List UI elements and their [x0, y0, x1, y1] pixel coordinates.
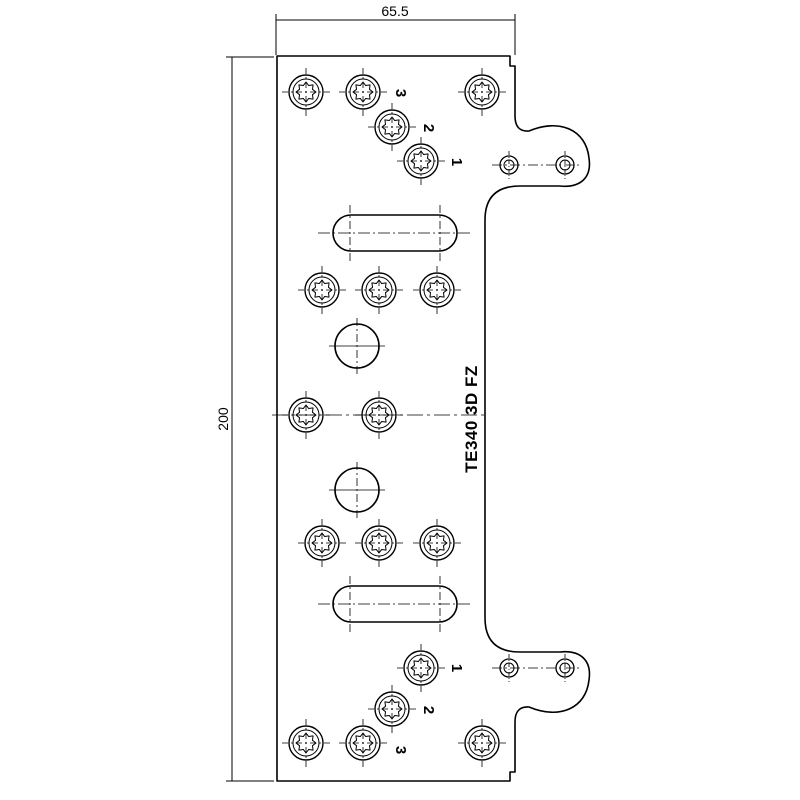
small-ear-holes [499, 151, 575, 682]
small-hole [555, 151, 575, 179]
screw-hole [355, 266, 403, 314]
screw-hole [413, 519, 461, 567]
screw-hole [413, 266, 461, 314]
screw-hole [458, 719, 506, 767]
screw-hole [298, 519, 346, 567]
screw-hole [282, 719, 330, 767]
ear-centerlines [492, 164, 582, 669]
small-hole [499, 654, 519, 682]
marker-top-2: 2 [420, 124, 437, 132]
screw-hole [458, 68, 506, 116]
slot-lower [318, 576, 472, 632]
small-hole [555, 654, 575, 682]
plate-stamp: TE340 3D FZ [462, 365, 481, 473]
marker-bottom-3: 3 [392, 746, 409, 754]
height-dimension [226, 56, 274, 782]
screw-hole [368, 685, 416, 733]
slot-upper [318, 205, 472, 261]
screw-hole [339, 68, 387, 116]
screw-hole [339, 719, 387, 767]
small-hole [499, 151, 519, 179]
marker-bottom-1: 1 [448, 664, 465, 672]
screw-hole [298, 266, 346, 314]
screw-hole [397, 644, 445, 692]
screw-hole [397, 137, 445, 185]
width-dimension-label: 65.5 [381, 3, 408, 19]
screw-hole [368, 103, 416, 151]
round-hole-lower [329, 462, 385, 518]
marker-top-3: 3 [392, 89, 409, 97]
marker-top-1: 1 [448, 158, 465, 166]
round-hole-upper [329, 318, 385, 374]
screw-holes [282, 68, 506, 767]
screw-hole [282, 68, 330, 116]
plate-outline [276, 55, 591, 782]
marker-bottom-2: 2 [420, 706, 437, 714]
screw-hole [355, 391, 403, 439]
screw-hole [355, 519, 403, 567]
width-dimension [275, 14, 516, 55]
screw-hole [282, 391, 330, 439]
height-dimension-label: 200 [215, 407, 231, 431]
